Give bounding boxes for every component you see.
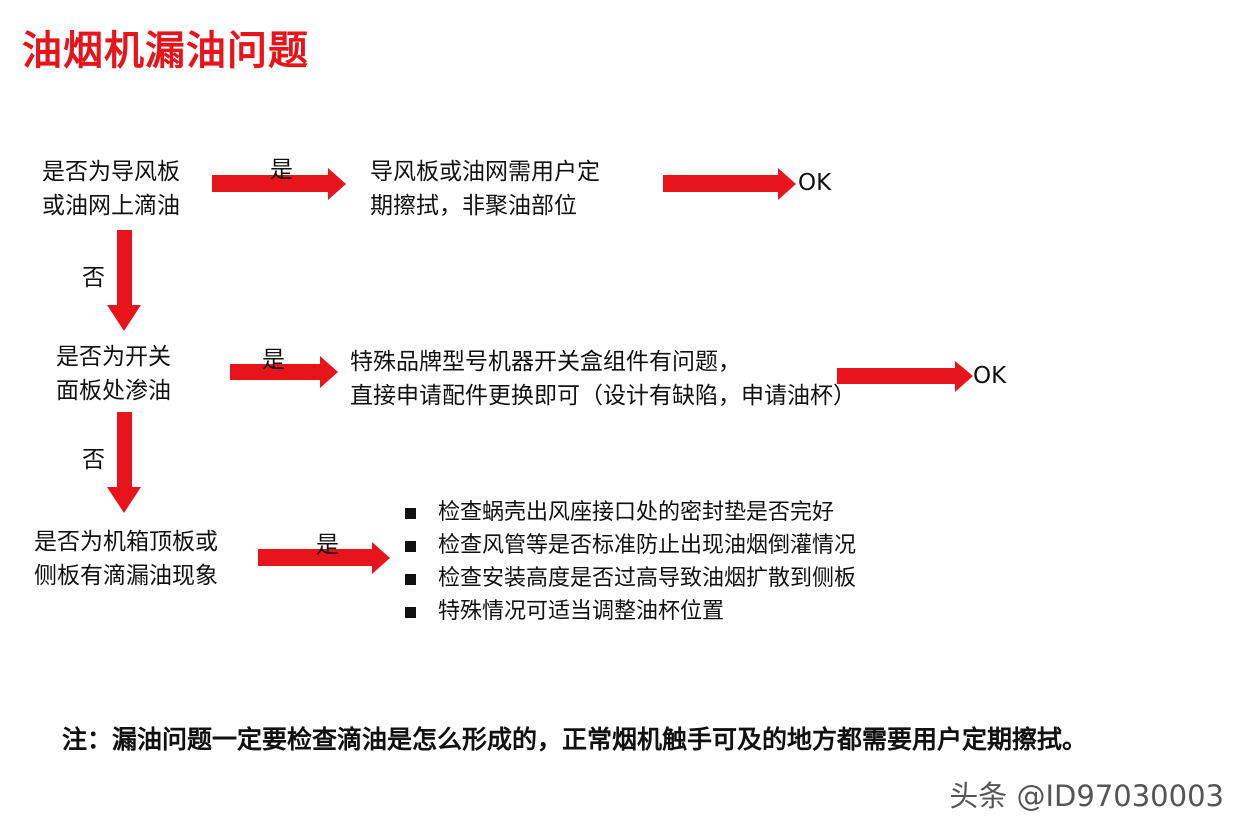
check-list: 检查蜗壳出风座接口处的密封垫是否完好 检查风管等是否标准防止出现油烟倒灌情况 检… <box>405 496 856 628</box>
question-line: 侧板有滴漏油现象 <box>34 563 218 589</box>
note: 注：漏油问题一定要检查滴油是怎么形成的，正常烟机触手可及的地方都需要用户定期擦拭… <box>62 725 1088 754</box>
yes-label: 是 <box>316 532 339 558</box>
question-3: 是否为机箱顶板或侧板有滴漏油现象 <box>34 525 218 593</box>
check-text: 检查风管等是否标准防止出现油烟倒灌情况 <box>438 533 857 558</box>
yes-label: 是 <box>270 157 293 183</box>
result-line: 导风板或油网需用户定 <box>370 159 600 185</box>
arrow-no-2 <box>107 412 141 513</box>
arrow-ok-2 <box>837 361 973 392</box>
ok-label: OK <box>973 363 1007 389</box>
arrow-yes-1 <box>212 168 346 200</box>
arrow-no-1 <box>107 230 141 331</box>
check-item: 检查安装高度是否过高导致油烟扩散到侧板 <box>405 562 856 595</box>
question-line: 或油网上滴油 <box>42 193 180 219</box>
bullet-square-icon <box>405 540 416 552</box>
bullet-square-icon <box>405 606 416 618</box>
question-1: 是否为导风板或油网上滴油 <box>42 155 180 223</box>
watermark: 头条 @ID97030003 <box>949 779 1224 813</box>
question-line: 面板处渗油 <box>56 378 171 404</box>
question-line: 是否为机箱顶板或 <box>34 529 218 555</box>
check-item: 特殊情况可适当调整油杯位置 <box>405 595 856 628</box>
bullet-square-icon <box>405 507 416 519</box>
result-1: 导风板或油网需用户定期擦拭，非聚油部位 <box>370 155 600 223</box>
check-text: 检查蜗壳出风座接口处的密封垫是否完好 <box>438 500 835 525</box>
bullet-square-icon <box>405 573 416 585</box>
result-2: 特殊品牌型号机器开关盒组件有问题， 直接申请配件更换即可（设计有缺陷，申请油杯） <box>350 345 856 413</box>
arrow-yes-3 <box>258 542 390 574</box>
ok-label: OK <box>798 170 832 196</box>
check-item: 检查风管等是否标准防止出现油烟倒灌情况 <box>405 529 856 562</box>
check-item: 检查蜗壳出风座接口处的密封垫是否完好 <box>405 496 856 529</box>
question-line: 是否为导风板 <box>42 159 180 185</box>
yes-label: 是 <box>262 347 285 373</box>
result-line: 期擦拭，非聚油部位 <box>370 193 577 219</box>
no-label: 否 <box>82 447 105 473</box>
result-line: 直接申请配件更换即可（设计有缺陷，申请油杯） <box>350 383 856 409</box>
arrow-yes-2 <box>230 356 338 388</box>
check-text: 检查安装高度是否过高导致油烟扩散到侧板 <box>438 566 857 591</box>
page-title: 油烟机漏油问题 <box>22 28 309 74</box>
result-line: 特殊品牌型号机器开关盒组件有问题， <box>350 349 741 375</box>
arrow-ok-1 <box>663 168 796 200</box>
question-line: 是否为开关 <box>56 344 171 370</box>
no-label: 否 <box>82 265 105 291</box>
question-2: 是否为开关面板处渗油 <box>56 340 171 408</box>
check-text: 特殊情况可适当调整油杯位置 <box>438 599 725 624</box>
